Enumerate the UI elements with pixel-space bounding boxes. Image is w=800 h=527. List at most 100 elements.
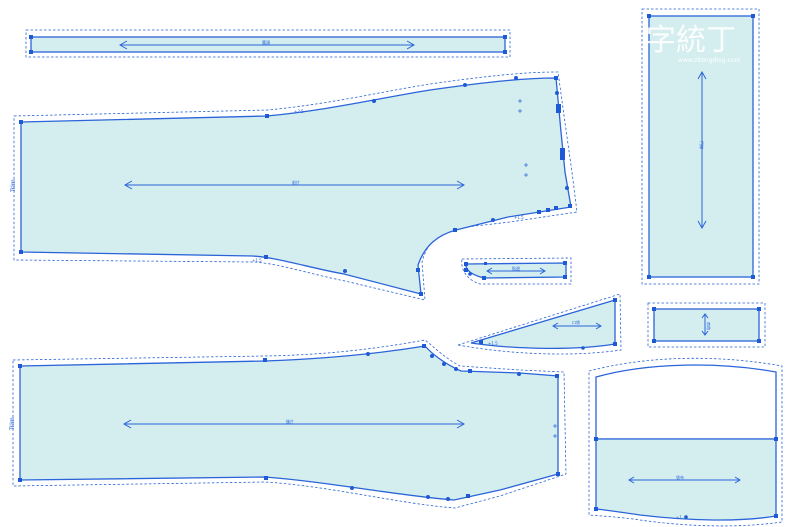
node-point[interactable]	[263, 358, 267, 362]
node-point[interactable]	[265, 114, 269, 118]
node-point[interactable]	[453, 228, 457, 232]
grain-line	[701, 313, 709, 336]
node-point[interactable]	[18, 478, 22, 482]
node-point[interactable]	[479, 340, 483, 344]
node-point[interactable]	[560, 148, 565, 160]
node-point[interactable]	[613, 342, 617, 346]
node-point[interactable]	[29, 35, 33, 39]
node-point[interactable]	[482, 276, 486, 280]
piece-side-label: Trim	[10, 179, 17, 193]
node-point[interactable]	[468, 369, 472, 373]
watermark-logo-text: 字統丁	[646, 23, 736, 58]
piece-facing-strip[interactable]: 貼邊	[461, 257, 572, 285]
grain-line	[697, 70, 707, 230]
grain-line	[122, 419, 466, 429]
node-point[interactable]	[546, 208, 550, 212]
node-point[interactable]	[565, 186, 569, 190]
node-point[interactable]	[466, 494, 470, 498]
drill-marks	[518, 99, 528, 177]
node-point[interactable]	[343, 269, 347, 273]
node-point[interactable]	[366, 352, 370, 356]
node-point[interactable]	[555, 91, 559, 95]
piece-label: 腰頭	[262, 39, 270, 45]
node-point[interactable]	[264, 476, 268, 480]
node-point[interactable]	[647, 275, 651, 279]
piece-fly-piece[interactable]: 門襟	[641, 8, 760, 285]
node-point[interactable]	[757, 307, 761, 311]
node-point[interactable]	[652, 307, 656, 311]
node-point[interactable]	[652, 339, 656, 343]
node-point[interactable]	[19, 120, 23, 124]
node-point[interactable]	[647, 14, 651, 18]
piece-back-leg[interactable]: 後片 Trim	[9, 339, 567, 509]
node-point[interactable]	[463, 83, 467, 87]
node-point[interactable]	[594, 507, 598, 511]
node-point[interactable]	[350, 486, 354, 490]
node-point[interactable]	[555, 374, 559, 378]
node-point[interactable]	[751, 275, 755, 279]
node-point[interactable]	[556, 104, 561, 113]
node-point[interactable]	[537, 210, 541, 214]
node-point[interactable]	[774, 437, 778, 441]
node-point[interactable]	[430, 354, 434, 358]
node-point[interactable]	[517, 372, 521, 376]
node-point[interactable]	[613, 298, 617, 302]
grain-line	[123, 180, 466, 190]
node-point[interactable]	[29, 50, 33, 54]
svg-text:+1.5: +1.5	[252, 258, 262, 263]
node-point[interactable]	[454, 367, 458, 371]
piece-pocket-panel[interactable]: 口袋 +1.5	[457, 293, 622, 355]
node-point[interactable]	[484, 262, 487, 265]
node-point[interactable]	[442, 362, 446, 366]
node-point[interactable]	[416, 268, 420, 272]
node-point[interactable]	[419, 292, 423, 296]
node-point[interactable]	[568, 204, 572, 208]
piece-label: 袋布	[676, 474, 684, 480]
node-point[interactable]	[751, 14, 755, 18]
node-point[interactable]	[581, 346, 585, 350]
piece-pocket-bag[interactable]: 袋布 +1	[588, 357, 783, 527]
piece-label: 門襟	[699, 141, 705, 149]
node-point[interactable]	[514, 76, 518, 80]
node-point[interactable]	[503, 50, 507, 54]
node-point[interactable]	[757, 339, 761, 343]
node-point[interactable]	[468, 272, 472, 276]
piece-front-leg[interactable]: 前片 Trim +2.5 +1.5 +1.5	[10, 71, 578, 301]
node-point[interactable]	[594, 437, 598, 441]
node-point[interactable]	[446, 497, 450, 501]
node-point[interactable]	[684, 515, 688, 519]
grain-line	[486, 267, 546, 275]
drill-marks	[553, 424, 557, 438]
grain-line	[628, 476, 741, 484]
svg-text:+1.5: +1.5	[514, 215, 524, 220]
svg-text:+1.5: +1.5	[488, 341, 498, 346]
node-point[interactable]	[554, 206, 558, 210]
node-point[interactable]	[554, 76, 558, 80]
piece-belt-loop-block[interactable]: 串帶	[647, 302, 766, 348]
piece-label: 串帶	[706, 322, 712, 330]
node-point[interactable]	[464, 262, 468, 266]
node-point[interactable]	[426, 495, 430, 499]
grain-line	[552, 322, 602, 330]
node-point[interactable]	[774, 514, 778, 518]
node-point[interactable]	[491, 218, 495, 222]
node-point[interactable]	[264, 255, 268, 259]
node-point[interactable]	[464, 268, 468, 272]
node-point[interactable]	[503, 35, 507, 39]
node-point[interactable]	[556, 472, 560, 476]
node-point[interactable]	[563, 261, 567, 265]
piece-label: 貼邊	[512, 265, 520, 271]
node-point[interactable]	[18, 364, 22, 368]
piece-waistband[interactable]: 腰頭	[25, 29, 511, 58]
watermark-logo: 字統丁 www.zitongding.com	[646, 23, 740, 64]
svg-text:+1: +1	[676, 515, 682, 520]
node-point[interactable]	[19, 250, 23, 254]
node-point[interactable]	[563, 275, 567, 279]
piece-label: 前片	[292, 179, 300, 185]
piece-side-label: Trim	[9, 417, 16, 431]
grain-line	[118, 40, 416, 50]
node-point[interactable]	[422, 344, 426, 348]
node-point[interactable]	[372, 99, 376, 103]
